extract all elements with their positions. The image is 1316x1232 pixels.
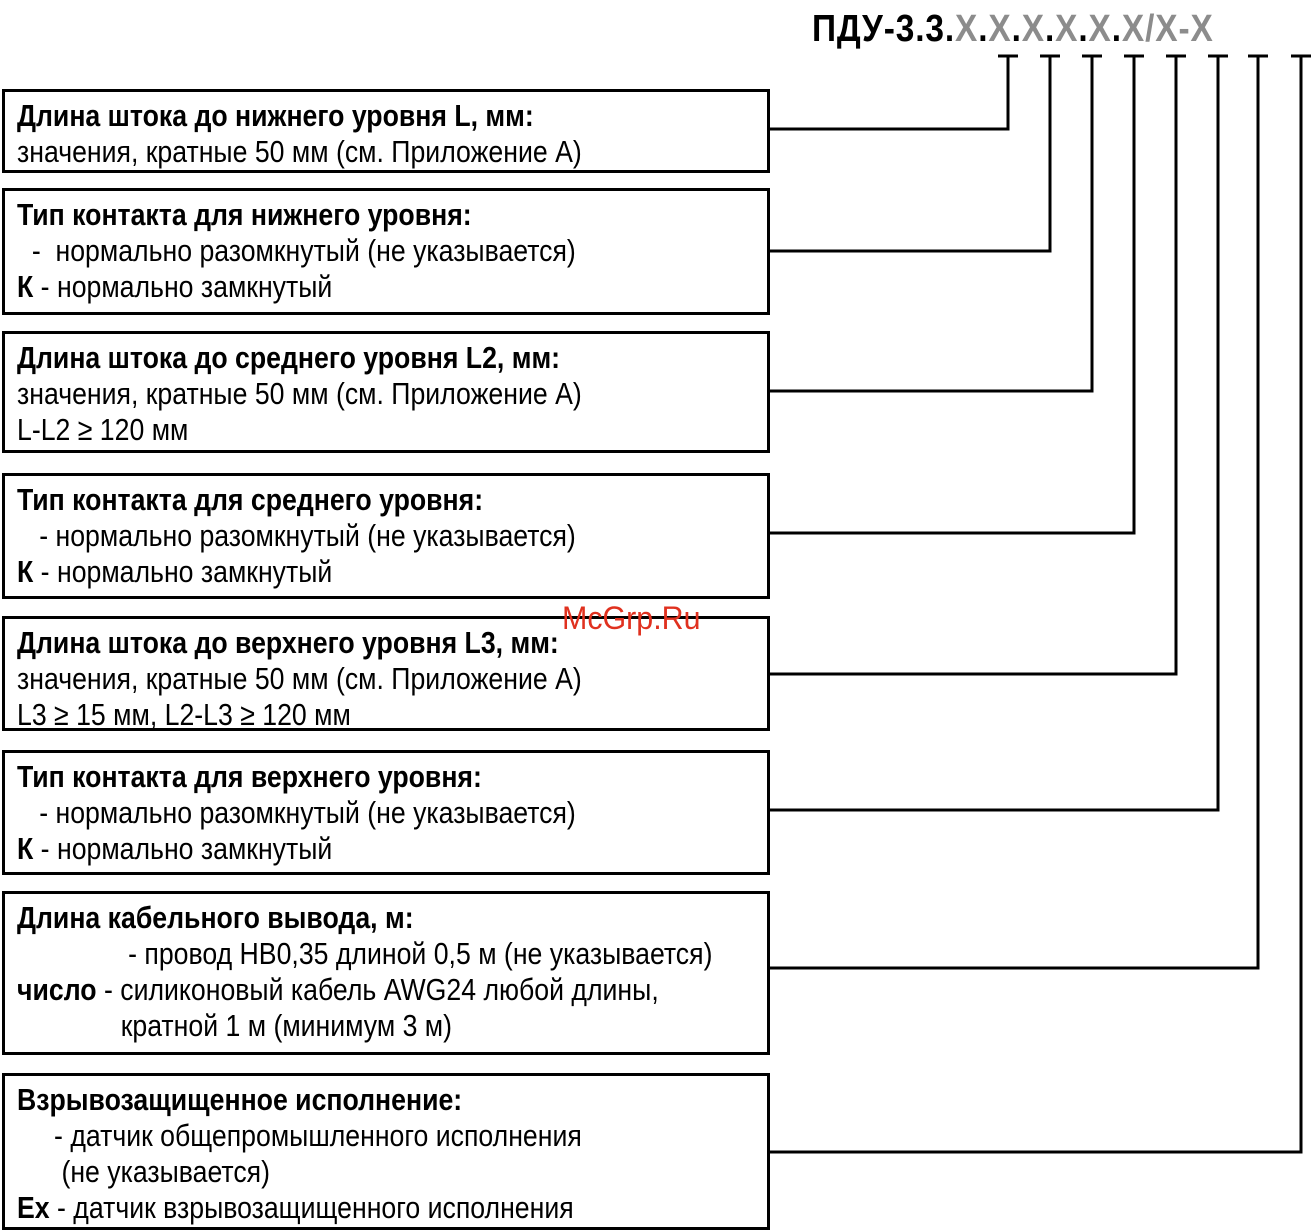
option-line: - нормально разомкнутый (не указывается) — [17, 795, 791, 831]
option-line: значения, кратные 50 мм (см. Приложение … — [17, 134, 791, 170]
option-title: Взрывозащищенное исполнение: — [17, 1082, 463, 1117]
option-title: Тип контакта для нижнего уровня: — [17, 197, 472, 232]
option-line: - датчик общепромышленного исполнения — [17, 1118, 791, 1154]
code-placeholder: X — [1088, 8, 1112, 50]
connector-line — [770, 56, 1010, 131]
option-box: Тип контакта для верхнего уровня: - норм… — [2, 750, 770, 875]
connector-line — [770, 56, 1220, 812]
connector-line — [770, 56, 1178, 676]
option-box: Длина штока до нижнего уровня L, мм:знач… — [2, 89, 770, 173]
option-text: значения, кратные 50 мм (см. Приложение … — [17, 661, 582, 696]
connector-line — [770, 56, 1260, 970]
code-separator: . — [1111, 8, 1122, 50]
option-title: Длина штока до нижнего уровня L, мм: — [17, 98, 534, 133]
code-placeholder: X — [988, 8, 1012, 50]
connector-line — [770, 56, 1094, 393]
model-code-prefix: ПДУ-3.3. — [812, 8, 956, 50]
code-separator: . — [978, 8, 989, 50]
option-line: К - нормально замкнутый — [17, 554, 791, 590]
option-box: Длина штока до среднего уровня L2, мм:зн… — [2, 331, 770, 453]
code-placeholder: X — [1121, 8, 1146, 50]
option-key: число — [17, 972, 97, 1007]
option-line: - нормально разомкнутый (не указывается) — [17, 518, 791, 554]
connector-line — [770, 56, 1303, 1154]
option-box: Тип контакта для среднего уровня: - норм… — [2, 473, 770, 599]
code-separator: . — [1011, 8, 1022, 50]
option-line: (не указывается) — [17, 1154, 791, 1190]
option-title: Длина штока до среднего уровня L2, мм: — [17, 340, 561, 375]
code-placeholder: X — [1021, 8, 1045, 50]
option-text: - нормально замкнутый — [33, 831, 333, 866]
option-text: - нормально разомкнутый (не указывается) — [17, 795, 576, 830]
option-text: - датчик общепромышленного исполнения — [17, 1118, 582, 1153]
option-line: кратной 1 м (минимум 3 м) — [17, 1008, 791, 1044]
option-text: значения, кратные 50 мм (см. Приложение … — [17, 376, 582, 411]
code-separator: - — [1178, 8, 1191, 50]
option-line: L-L2 ≥ 120 мм — [17, 412, 791, 448]
connector-line — [770, 56, 1136, 535]
option-title: Длина кабельного вывода, м: — [17, 900, 414, 935]
option-key: Ex — [17, 1190, 50, 1225]
code-placeholder: X — [1155, 8, 1179, 50]
option-title: Длина штока до верхнего уровня L3, мм: — [17, 625, 559, 660]
option-text: - нормально замкнутый — [33, 269, 333, 304]
option-text: - нормально разомкнутый (не указывается) — [17, 518, 576, 553]
code-separator: / — [1145, 8, 1156, 50]
code-placeholder: X — [1190, 8, 1214, 50]
code-separator: . — [1078, 8, 1089, 50]
option-text: L-L2 ≥ 120 мм — [17, 412, 189, 447]
option-title: Тип контакта для среднего уровня: — [17, 482, 484, 517]
option-line: Ex - датчик взрывозащищенного исполнения — [17, 1190, 791, 1226]
option-text: L3 ≥ 15 мм, L2-L3 ≥ 120 мм — [17, 697, 351, 732]
option-line: значения, кратные 50 мм (см. Приложение … — [17, 661, 791, 697]
option-text: значения, кратные 50 мм (см. Приложение … — [17, 134, 582, 169]
model-code: ПДУ-3.3.X.X.X.X.X.X/X-X — [812, 6, 1214, 52]
option-text: кратной 1 м (минимум 3 м) — [17, 1008, 453, 1043]
option-line: число - силиконовый кабель AWG24 любой д… — [17, 972, 791, 1008]
option-text: - провод НВ0,35 длиной 0,5 м (не указыва… — [17, 936, 713, 971]
code-placeholder: X — [1055, 8, 1079, 50]
code-separator: . — [1044, 8, 1056, 50]
option-line: К - нормально замкнутый — [17, 269, 791, 305]
option-box: Длина кабельного вывода, м: - провод НВ0… — [2, 891, 770, 1055]
option-line: L3 ≥ 15 мм, L2-L3 ≥ 120 мм — [17, 697, 791, 733]
option-title: Тип контакта для верхнего уровня: — [17, 759, 482, 794]
option-line: - провод НВ0,35 длиной 0,5 м (не указыва… — [17, 936, 791, 972]
option-text: (не указывается) — [17, 1154, 270, 1189]
option-key: К — [17, 269, 34, 304]
option-text: - нормально замкнутый — [33, 554, 333, 589]
watermark: McGrp.Ru — [562, 600, 701, 636]
connector-line — [770, 56, 1052, 253]
option-text: - силиконовый кабель AWG24 любой длины, — [96, 972, 659, 1007]
option-text: - датчик взрывозащищенного исполнения — [49, 1190, 574, 1225]
option-box: Взрывозащищенное исполнение: - датчик об… — [2, 1073, 770, 1230]
option-line: - нормально разомкнутый (не указывается) — [17, 233, 791, 269]
option-box: Длина штока до верхнего уровня L3, мм:зн… — [2, 616, 770, 732]
option-line: значения, кратные 50 мм (см. Приложение … — [17, 376, 791, 412]
option-box: Тип контакта для нижнего уровня: - норма… — [2, 188, 770, 315]
option-line: К - нормально замкнутый — [17, 831, 791, 867]
option-key: К — [17, 831, 34, 866]
option-key: К — [17, 554, 34, 589]
code-placeholder: X — [955, 8, 979, 50]
option-text: - нормально разомкнутый (не указывается) — [17, 233, 576, 268]
